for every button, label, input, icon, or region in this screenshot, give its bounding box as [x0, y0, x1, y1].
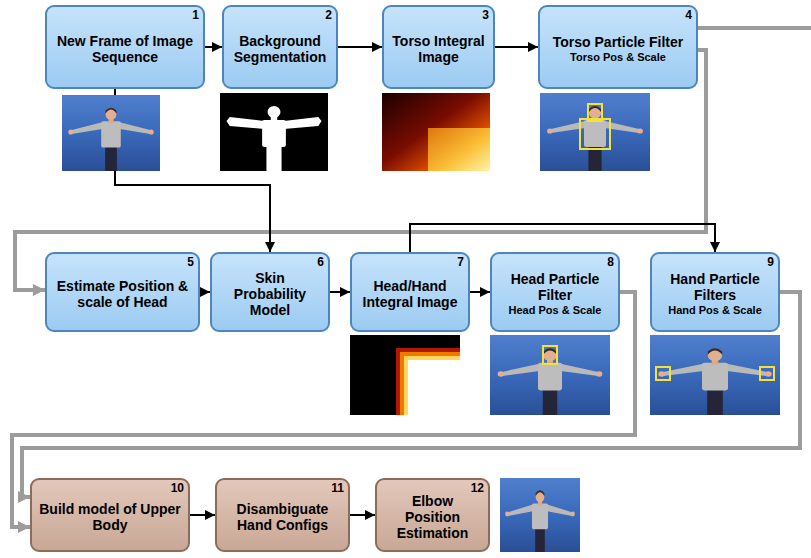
step-number: 2 [325, 9, 332, 22]
box-title: Hand Particle Filters [658, 271, 772, 303]
box-title: Skin Probability Model [218, 270, 322, 318]
step-number: 8 [607, 256, 614, 269]
box-title: Torso Integral Image [390, 33, 487, 65]
flow-arrow [330, 291, 350, 293]
flow-arrow [205, 46, 222, 48]
elbow-result-frame [500, 478, 580, 552]
box-title: Estimate Position & scale of Head [53, 278, 192, 310]
step-number: 7 [457, 256, 464, 269]
box-subtitle: Torso Pos & Scale [570, 51, 666, 64]
box-title: Build model of Upper Body [38, 501, 182, 533]
segmentation-mask [220, 93, 328, 171]
head-hand-integral-image [350, 335, 460, 415]
step-number: 6 [317, 256, 324, 269]
step-number: 10 [171, 482, 184, 495]
flow-arrow [338, 46, 382, 48]
flow-arrow [495, 46, 538, 48]
hand-tracking-frame [650, 335, 780, 415]
step-number: 9 [767, 256, 774, 269]
input-frame [62, 95, 160, 171]
process-box: Torso Integral Image 3 [382, 5, 495, 89]
box-title: Background Segmentation [230, 33, 330, 65]
step-number: 4 [685, 9, 692, 22]
process-box: Background Segmentation 2 [222, 5, 338, 89]
process-box: Torso Particle FilterTorso Pos & Scale 4 [538, 5, 698, 89]
process-box: Hand Particle FiltersHand Pos & Scale 9 [650, 252, 780, 332]
step-number: 11 [331, 482, 344, 495]
box-title: Disambiguate Hand Configs [223, 501, 342, 533]
box-title: Head Particle Filter [498, 271, 612, 303]
step-number: 3 [482, 9, 489, 22]
flow-arrow [410, 224, 715, 252]
box-title: Head/Hand Integral Image [358, 278, 462, 310]
process-box: New Frame of Image Sequence 1 [45, 5, 205, 89]
offpage-line [697, 26, 811, 30]
step-number: 5 [187, 256, 194, 269]
step-number: 12 [471, 482, 484, 495]
model-box: Elbow Position Estimation12 [375, 478, 490, 552]
box-title: Torso Particle Filter [553, 34, 683, 50]
flow-arrow [470, 291, 490, 293]
flow-arrow [350, 514, 375, 516]
box-subtitle: Hand Pos & Scale [668, 304, 762, 317]
process-box: Head/Hand Integral Image 7 [350, 252, 470, 332]
model-box: Build model of Upper Body 10 [30, 478, 190, 552]
model-box: Disambiguate Hand Configs 11 [215, 478, 350, 552]
process-box: Estimate Position & scale of Head 5 [45, 252, 200, 332]
box-subtitle: Head Pos & Scale [509, 304, 602, 317]
box-title: Elbow Position Estimation [383, 493, 482, 541]
process-box: Skin Probability Model6 [210, 252, 330, 332]
torso-tracking-frame [540, 93, 650, 171]
head-tracking-frame [490, 335, 610, 415]
torso-integral-image [382, 93, 490, 171]
box-title: New Frame of Image Sequence [53, 33, 197, 65]
flow-arrow [190, 514, 215, 516]
flow-arrow [200, 291, 210, 293]
process-box: Head Particle FilterHead Pos & Scale 8 [490, 252, 620, 332]
step-number: 1 [192, 9, 199, 22]
